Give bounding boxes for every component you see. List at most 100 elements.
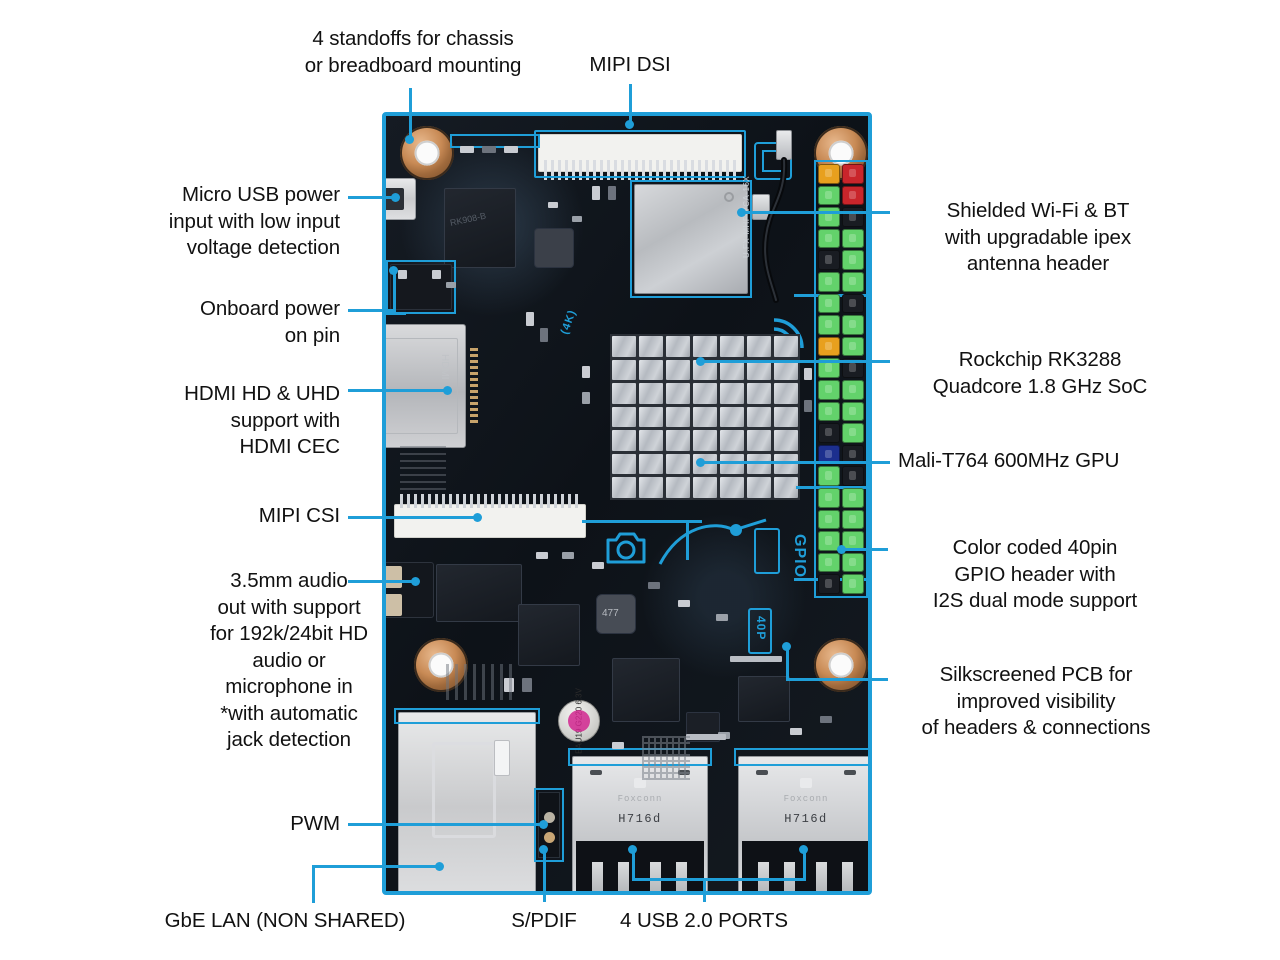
callout-soc: Rockchip RK3288 Quadcore 1.8 GHz SoC: [932, 348, 1148, 398]
silk-outline-dsi: [534, 130, 746, 178]
gpio-pin-15[interactable]: [818, 315, 840, 335]
gpio-pin-1[interactable]: [818, 164, 840, 184]
usb-dimple-1: [634, 778, 646, 788]
gpio-pin-20[interactable]: [842, 358, 864, 378]
leader-micro-usb: [348, 196, 396, 199]
antenna-cable: [762, 157, 788, 303]
leader-spdif: [543, 848, 546, 902]
leader-dot-audio: [411, 577, 420, 586]
circuit-board: RK908‑B U.FX-MHF-VCA-16X HDMI: [382, 112, 872, 895]
gpio-pin-22[interactable]: [842, 379, 864, 400]
gpio-pin-21[interactable]: [818, 379, 840, 400]
audio-jack-contact-2: [386, 594, 402, 616]
gpio-pin-38[interactable]: [842, 552, 864, 573]
camera-icon: [606, 532, 646, 564]
callout-spdif: S/PDIF: [511, 909, 577, 932]
leader-usb-h: [632, 878, 806, 881]
gpio-pin-29[interactable]: [818, 466, 840, 486]
leader-usb-v3: [703, 878, 706, 902]
silk-box-lan: [394, 708, 540, 724]
leader-dot-hdmi: [443, 386, 452, 395]
electrolytic-capacitor: EAU19 G220 6.3V: [558, 688, 600, 754]
wifi-bt-shield: [634, 184, 748, 294]
gpio-pin-33[interactable]: [818, 509, 840, 530]
leader-dot-soc: [696, 357, 705, 366]
silk-box-usb-1: [568, 748, 712, 766]
gpio-pin-7[interactable]: [818, 228, 840, 249]
gpio-pin-37[interactable]: [818, 552, 840, 573]
leader-mipi-dsi: [629, 84, 632, 124]
spdif-pad-1: [544, 812, 555, 823]
callout-usb-ports: 4 USB 2.0 PORTS: [620, 909, 788, 932]
leader-dot-mipi-csi: [473, 513, 482, 522]
gpio-pin-24[interactable]: [842, 401, 864, 422]
callout-pwm: PWM: [290, 812, 340, 835]
gpio-silk-label: GPIO: [791, 534, 808, 579]
capacitor-band: [568, 710, 590, 732]
gpio-pin-28[interactable]: [842, 444, 864, 465]
gbe-lan-port: [398, 712, 536, 891]
chip-ic-2: [612, 658, 680, 722]
leader-dot-gpio: [837, 545, 846, 554]
leader-power-on-pin: [348, 309, 396, 312]
gpio-pin-23[interactable]: [818, 401, 840, 422]
leader-power-on-pin-v: [393, 270, 396, 312]
gpio-pin-31[interactable]: [818, 487, 840, 508]
gpio-40pin-header[interactable]: [818, 164, 864, 594]
gpio-pin-16[interactable]: [842, 315, 864, 335]
gpio-pin-34[interactable]: [842, 509, 864, 530]
gpio-pin-11[interactable]: [818, 271, 840, 292]
usb-code-1: H716d: [618, 812, 662, 826]
callout-gpu: Mali-T764 600MHz GPU: [898, 449, 1120, 472]
gpio-pin-13[interactable]: [818, 293, 840, 314]
silk-box-wifi-logo: [754, 142, 792, 180]
gpio-pin-3[interactable]: [818, 185, 840, 206]
leader-gpu: [700, 461, 890, 464]
leader-gpio: [840, 548, 888, 551]
leader-silkscreen: [786, 678, 888, 681]
leader-hdmi: [348, 389, 448, 392]
gpio-pin-30[interactable]: [842, 466, 864, 486]
gpio-pin-8[interactable]: [842, 228, 864, 249]
mipi-dsi-pins: [544, 160, 736, 180]
gpio-pin-4[interactable]: [842, 185, 864, 206]
gpio-pin-26[interactable]: [842, 423, 864, 443]
gpio-pin-18[interactable]: [842, 336, 864, 357]
gpio-pin-39[interactable]: [818, 574, 840, 594]
mipi-csi-connector: [394, 504, 586, 538]
gpio-pin-35[interactable]: [818, 531, 840, 551]
leader-dot-spdif: [539, 845, 548, 854]
chip-ic-1: [518, 604, 580, 666]
gpio-pin-12[interactable]: [842, 271, 864, 292]
leader-usb-v2: [803, 848, 806, 880]
silk-outline-gpio: [814, 160, 868, 598]
gpio-pin-10[interactable]: [842, 250, 864, 270]
pmic-chip: [444, 188, 516, 268]
leader-silkscreen-v: [786, 645, 789, 681]
leader-dot-pwm: [539, 820, 548, 829]
usb-brand-2: Foxconn: [783, 794, 829, 804]
gpio-pin-36[interactable]: [842, 531, 864, 551]
leader-dot-wifi-bt: [737, 208, 746, 217]
hdmi-pin-row: [470, 348, 478, 426]
gpio-pin-25[interactable]: [818, 423, 840, 443]
gpio-pin-14[interactable]: [842, 293, 864, 314]
power-inductor-label: 477: [602, 608, 619, 619]
callout-power-on-pin: Onboard power on pin: [199, 297, 340, 347]
gpio-pin-32[interactable]: [842, 487, 864, 508]
leader-gbe-lan-v: [312, 865, 315, 903]
leader-mipi-csi: [348, 516, 478, 519]
gpio-pin-27[interactable]: [818, 444, 840, 465]
usb-notch-3: [756, 770, 768, 775]
gpio-pin-17[interactable]: [818, 336, 840, 357]
silk-outline-wifi-shield: [630, 180, 752, 298]
usb-notch-4: [844, 770, 856, 775]
gpio-pin-2[interactable]: [842, 164, 864, 184]
gpio-pin-9[interactable]: [818, 250, 840, 270]
silk-box-usb-2: [734, 748, 868, 766]
gpio-pin-40[interactable]: [842, 574, 864, 594]
silk-4k-label: (4K): [558, 308, 579, 336]
gpio-pin-19[interactable]: [818, 358, 840, 378]
callout-gbe-lan: GbE LAN (NON SHARED): [164, 909, 406, 932]
